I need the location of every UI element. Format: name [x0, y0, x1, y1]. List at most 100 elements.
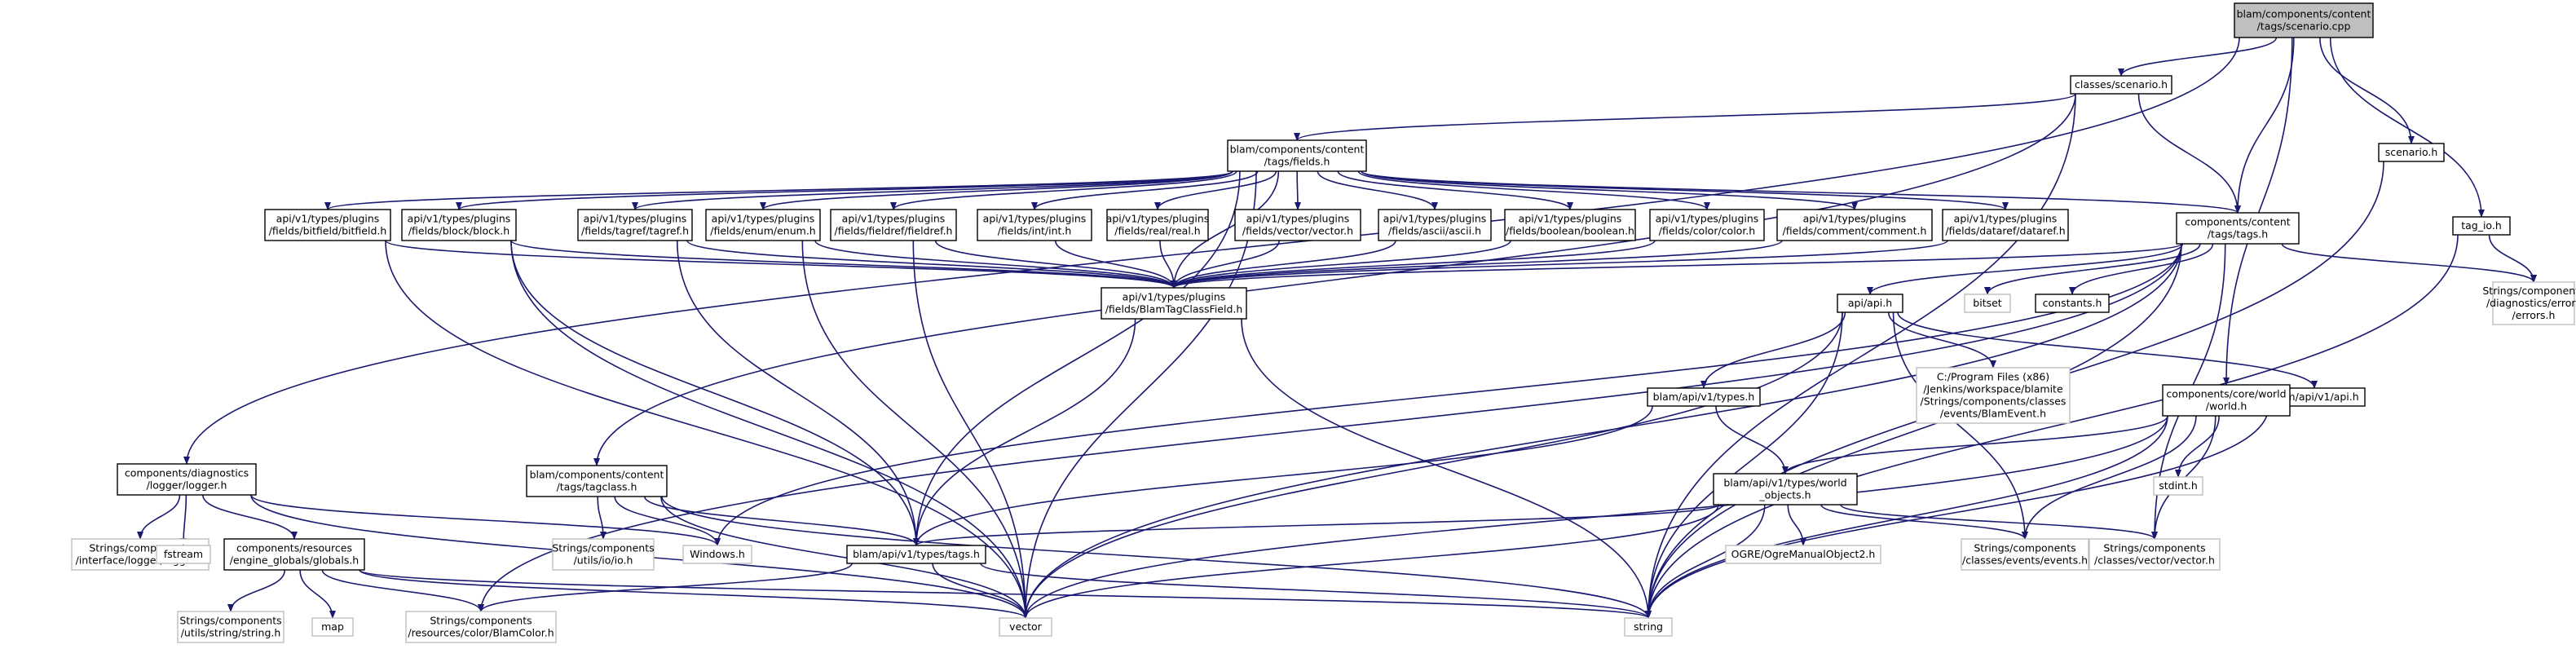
node-blamtagclassfield[interactable]: api/v1/types/plugins/fields/BlamTagClass… — [1101, 287, 1247, 320]
edge-line — [1294, 170, 1301, 210]
node-tagclass[interactable]: blam/components/content/tags/tagclass.h — [526, 465, 668, 497]
edge-content_tags-to-constants — [2069, 243, 2214, 295]
edge-line — [1357, 170, 1710, 210]
node-label-line: Strings/components — [1974, 542, 2075, 554]
edge-line — [1241, 318, 1652, 619]
node-real[interactable]: api/v1/types/plugins/fields/real/real.h — [1106, 209, 1210, 241]
edge-line — [1645, 504, 1766, 619]
edge-classes_scenario-to-content_tags — [2137, 93, 2241, 214]
node-api-h[interactable]: api/api.h — [1837, 294, 1903, 313]
node-label-line: /utils/io/io.h — [574, 554, 633, 567]
node-box — [1649, 209, 1765, 241]
edge-line — [890, 170, 1237, 210]
node-box — [977, 209, 1092, 241]
node-box — [1776, 209, 1933, 241]
edge-line — [1171, 240, 1396, 289]
edge-root-to-world — [2223, 37, 2293, 386]
node-box — [1624, 617, 1673, 637]
node-fields[interactable]: blam/components/content/tags/fields.h — [1227, 139, 1367, 172]
edge-line — [1787, 504, 1806, 546]
node-box — [177, 611, 285, 643]
node-color[interactable]: api/v1/types/plugins/fields/color/color.… — [1649, 209, 1765, 241]
edge-logger-to-windows — [250, 494, 721, 546]
edge-content_tags-to-bitset — [1984, 243, 2201, 295]
node-box — [117, 463, 257, 496]
edge-line — [597, 496, 607, 540]
edge-fields-to-boolean — [1337, 170, 1573, 210]
edge-line — [1171, 240, 1280, 289]
edge-line — [1361, 170, 1858, 210]
edge-fields-to-comment — [1361, 170, 1858, 210]
edge-fields-to-vectorh — [1294, 170, 1301, 210]
edge-tag_io-to-errors — [2488, 234, 2537, 283]
node-label-line: /fields/ascii/ascii.h — [1388, 225, 1481, 237]
edge-blamtagclassfield-to-api_tags — [913, 318, 1136, 546]
node-label-line: Strings/components — [179, 615, 281, 627]
edge-api_h-to-events — [1892, 311, 2028, 540]
node-globals[interactable]: components/resources/engine_globals/glob… — [223, 538, 365, 571]
edge-bitfield-to-blamtagclassfield — [385, 240, 1177, 289]
node-world[interactable]: components/core/world/world.h — [2162, 384, 2291, 417]
node-box — [2234, 2, 2374, 38]
edge-ascii-to-blamtagclassfield — [1171, 240, 1396, 289]
node-vector-cls: Strings/components/classes/vector/vector… — [2089, 538, 2221, 571]
node-errors: Strings/components/diagnostics/errors/er… — [2482, 281, 2576, 325]
node-enum[interactable]: api/v1/types/plugins/fields/enum/enum.h — [705, 209, 821, 241]
edge-tagclass-to-string — [661, 496, 1652, 619]
node-scenario-h[interactable]: scenario.h — [2378, 143, 2445, 162]
node-comment[interactable]: api/v1/types/plugins/fields/comment/comm… — [1776, 209, 1933, 241]
node-label-line: Windows.h — [690, 548, 745, 560]
edge-line — [1171, 240, 1948, 289]
node-box — [2452, 216, 2511, 236]
node-label-line: api/v1/types/plugins — [1106, 213, 1210, 225]
node-vectorh[interactable]: api/v1/types/plugins/fields/vector/vecto… — [1234, 209, 1361, 241]
node-box — [2153, 476, 2203, 496]
node-box — [264, 209, 391, 241]
node-io: Strings/components/utils/io/io.h — [552, 538, 655, 571]
node-bitfield[interactable]: api/v1/types/plugins/fields/bitfield/bit… — [264, 209, 391, 241]
node-box — [1961, 538, 2089, 571]
node-label-line: /fields/bitfield/bitfield.h — [269, 225, 387, 237]
node-box — [1234, 209, 1361, 241]
node-boolean[interactable]: api/v1/types/plugins/fields/boolean/bool… — [1504, 209, 1636, 241]
node-label-line: api/api.h — [1848, 297, 1892, 309]
node-tagref[interactable]: api/v1/types/plugins/fields/tagref/tagre… — [577, 209, 693, 241]
node-int[interactable]: api/v1/types/plugins/fields/int/int.h — [977, 209, 1092, 241]
node-dataref[interactable]: api/v1/types/plugins/fields/dataref/data… — [1942, 209, 2069, 241]
node-label-line: /fields/block/block.h — [408, 225, 509, 237]
edge-globals-to-map — [299, 569, 336, 619]
edge-enum-to-vector — [801, 240, 1029, 619]
edge-api_h-to-v1api — [1897, 311, 2318, 389]
node-classes-scenario[interactable]: classes/scenario.h — [2070, 75, 2172, 95]
edge-api_h-to-string — [1645, 311, 1843, 619]
node-ascii[interactable]: api/v1/types/plugins/fields/ascii/ascii.… — [1378, 209, 1492, 241]
node-types-h[interactable]: blam/api/v1/types.h — [1647, 387, 1761, 407]
node-api-tags[interactable]: blam/api/v1/types/tags.h — [846, 545, 986, 564]
node-label-line: Strings/components — [552, 542, 654, 554]
edge-line — [1031, 170, 1259, 210]
node-box — [2035, 294, 2110, 313]
edge-fields-to-blamtagclassfield — [1171, 170, 1280, 289]
node-label-line: api/v1/types/plugins — [1123, 291, 1226, 303]
node-constants[interactable]: constants.h — [2035, 294, 2110, 313]
edge-tagclass-to-api_tags — [644, 496, 920, 546]
node-content-tags[interactable]: components/content/tags/tags.h — [2176, 212, 2300, 245]
node-tag-io[interactable]: tag_io.h — [2452, 216, 2511, 236]
node-world-objects[interactable]: blam/api/v1/types/world_objects.h — [1713, 473, 1858, 506]
node-map: map — [311, 617, 354, 637]
edge-line — [359, 569, 1652, 619]
edge-line — [1892, 311, 2028, 540]
edge-api_tags-to-string — [980, 563, 1652, 619]
node-label-line: /fields/dataref/dataref.h — [1945, 225, 2065, 237]
edge-line — [1840, 504, 2158, 540]
node-box — [2492, 281, 2575, 325]
node-box — [1942, 209, 2069, 241]
node-logger[interactable]: components/diagnostics/logger/logger.h — [117, 463, 257, 496]
node-block[interactable]: api/v1/types/plugins/fields/block/block.… — [401, 209, 517, 241]
edge-line — [614, 496, 721, 546]
edge-world_objects-to-vector_cls — [1840, 504, 2158, 540]
edge-line — [2281, 243, 2537, 283]
node-fieldref[interactable]: api/v1/types/plugins/fields/fieldref/fie… — [830, 209, 957, 241]
node-label-line: /fields/BlamTagClassField.h — [1105, 303, 1243, 316]
edge-line — [1645, 311, 1843, 619]
